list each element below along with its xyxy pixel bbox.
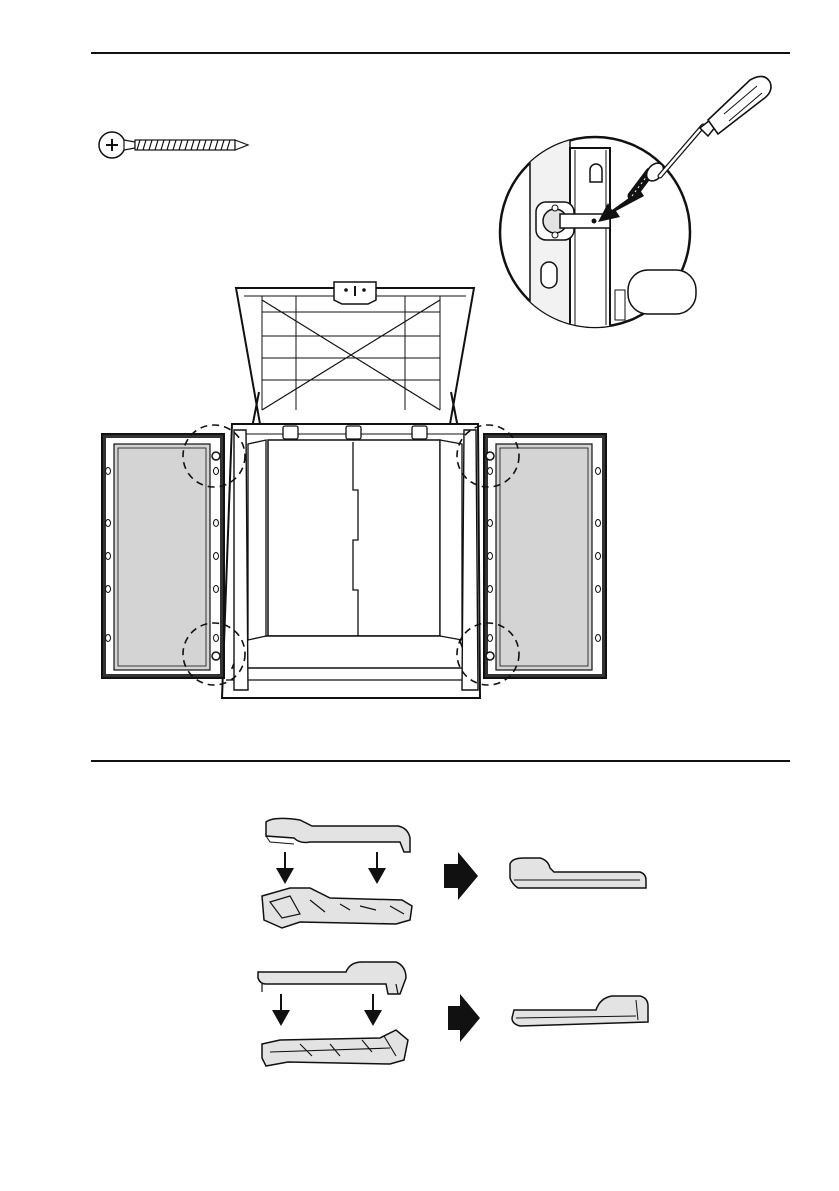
right-door-panel bbox=[484, 434, 606, 678]
shed-lid bbox=[236, 282, 474, 428]
screw-icon bbox=[99, 132, 248, 158]
left-door-panel bbox=[102, 434, 224, 678]
screwdriver-icon bbox=[660, 76, 771, 176]
shed-illustration bbox=[102, 282, 606, 698]
handle-assembly-row-2 bbox=[258, 962, 648, 1066]
handle-assembly-row-1 bbox=[262, 818, 646, 928]
